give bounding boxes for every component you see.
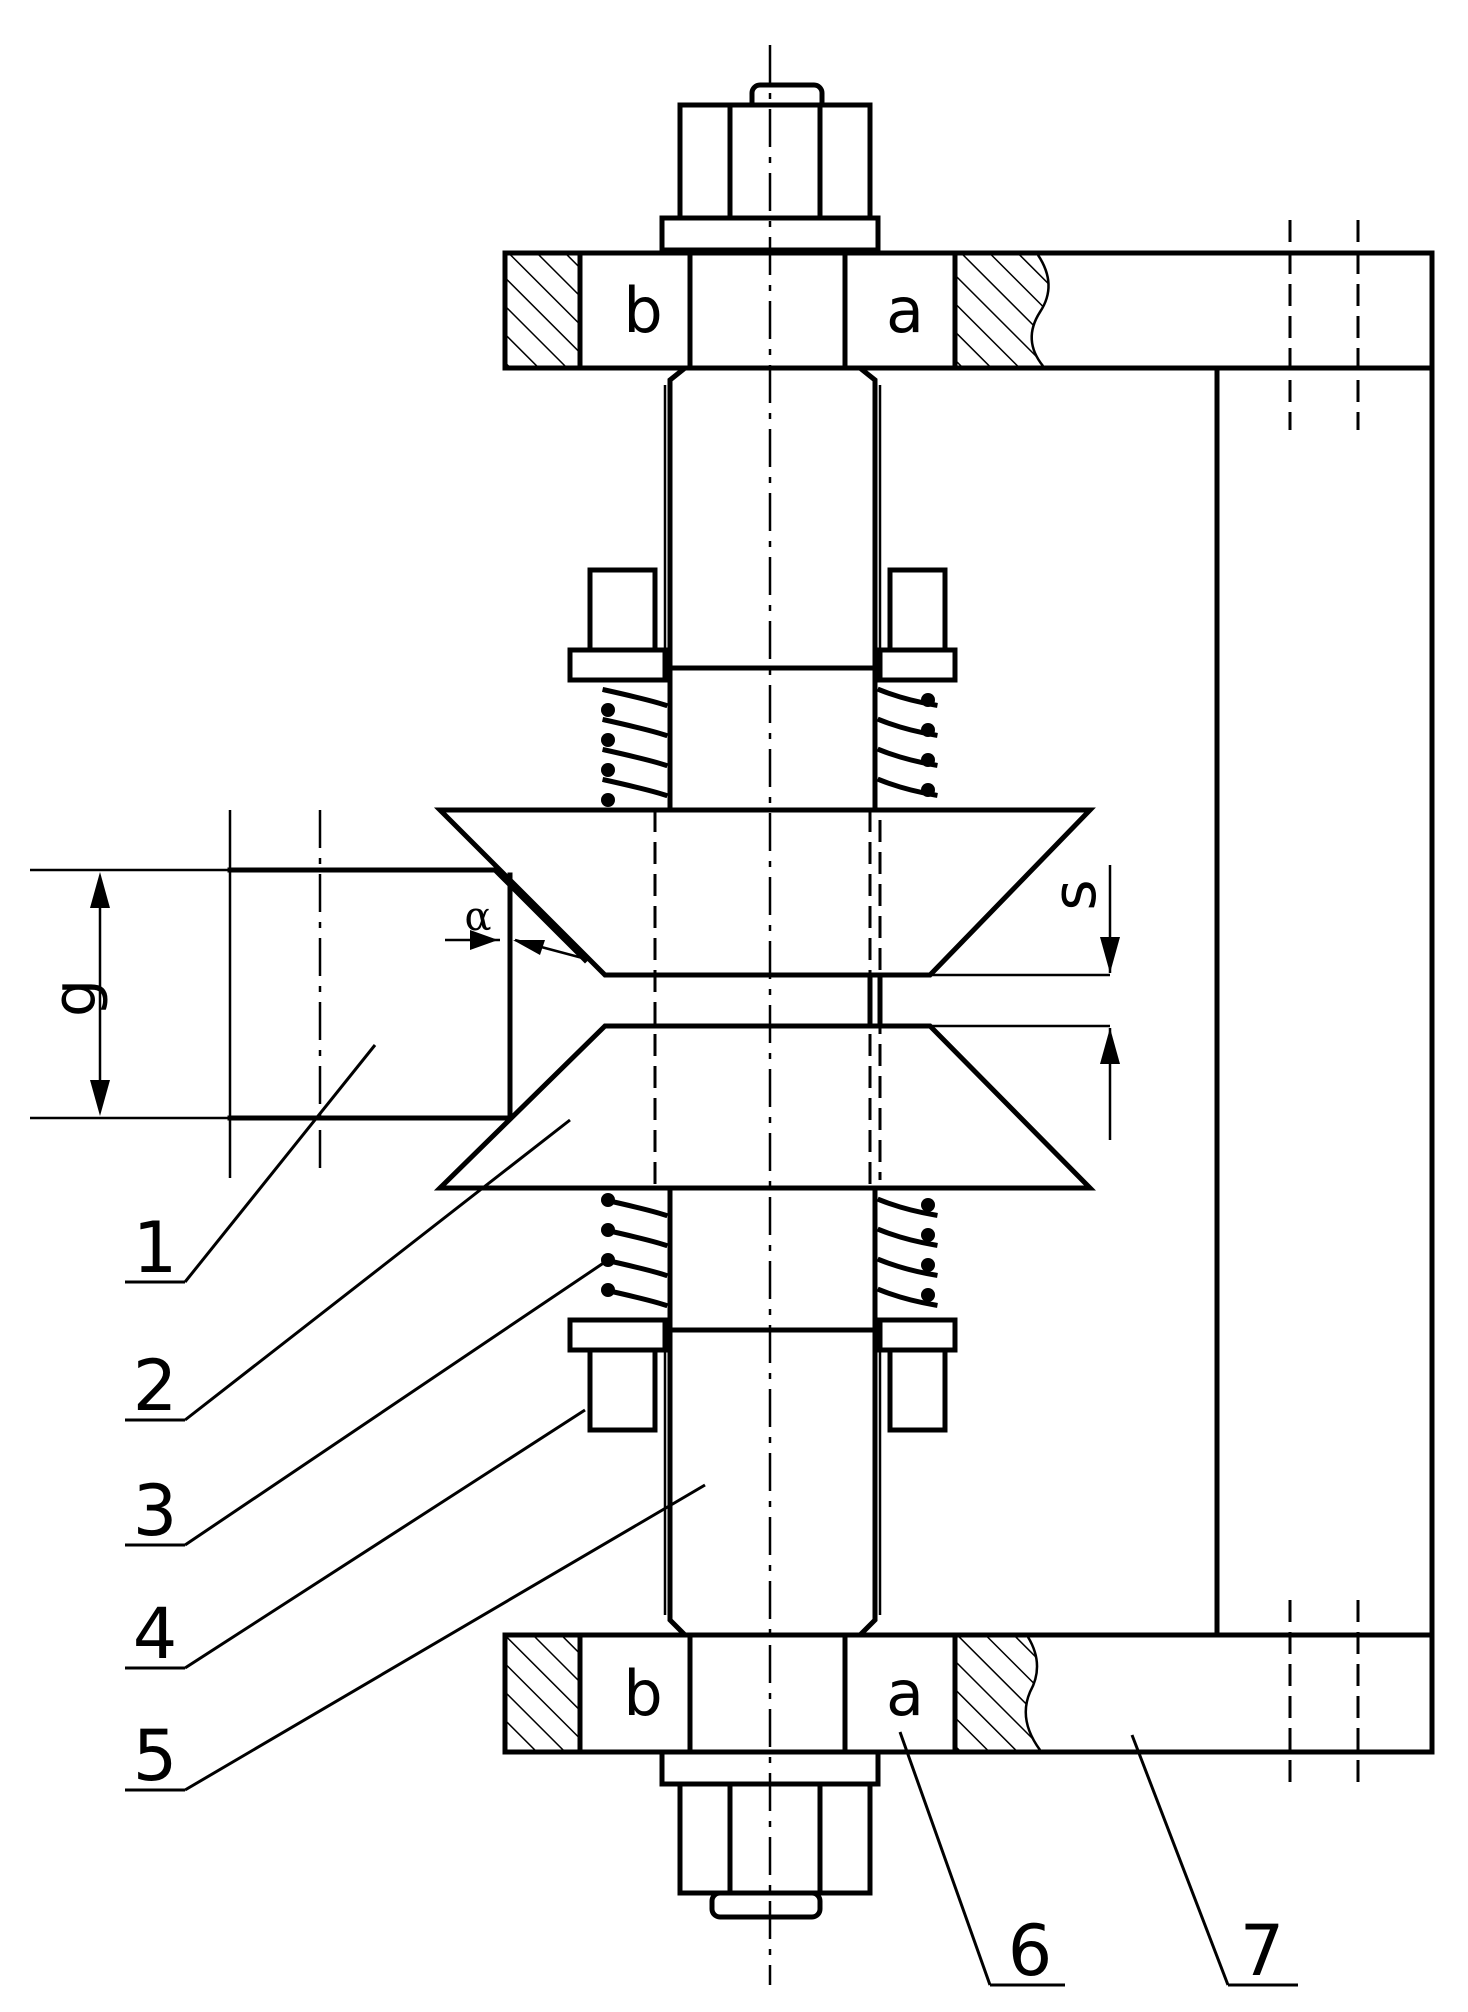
plate-letter-top-right: a	[886, 274, 924, 347]
rollers	[433, 807, 1096, 1191]
dimension-g-label: g	[40, 979, 110, 1017]
frame	[502, 220, 1435, 1790]
dimension-s-label: s	[1040, 879, 1110, 910]
callout-7: 7	[1240, 1910, 1285, 1992]
callout-6: 6	[1008, 1910, 1053, 1992]
springs	[601, 686, 938, 1309]
plate-letter-top-left: b	[623, 274, 662, 347]
frame-bottom-hatch-right	[955, 1637, 1040, 1750]
bottom-nut	[659, 1749, 881, 1920]
callout-5: 5	[133, 1715, 178, 1797]
callouts: 1 2 3 4 5 6 7	[125, 1044, 1298, 1992]
dimension-angle-label: α	[464, 894, 491, 940]
plate-letter-bottom-left: b	[623, 1657, 662, 1730]
spring-bottom-right	[876, 1196, 938, 1308]
spring-bottom-left	[601, 1193, 669, 1309]
frame-top-arm	[502, 250, 1435, 371]
dimension-g: g	[40, 872, 110, 1116]
callout-3: 3	[133, 1470, 178, 1552]
top-lock-nuts	[567, 567, 958, 683]
frame-top-hatch-right	[955, 255, 1049, 366]
spring-top-left	[601, 687, 669, 807]
center-lines	[318, 45, 772, 1985]
top-nut	[659, 82, 881, 253]
frame-bottom-arm	[502, 1632, 1435, 1755]
spring-top-right	[876, 686, 938, 798]
bottom-lock-nuts	[567, 1317, 958, 1433]
callout-4: 4	[133, 1593, 178, 1675]
workpiece	[30, 810, 589, 1178]
dimension-angle: α	[445, 894, 591, 962]
callout-2: 2	[133, 1345, 178, 1427]
callout-1: 1	[133, 1207, 178, 1289]
shaft	[663, 250, 882, 1755]
roller-bottom	[433, 1023, 1096, 1191]
plate-letter-bottom-right: a	[886, 1657, 924, 1730]
frame-top-hatch-left	[507, 255, 580, 366]
frame-bottom-hatch-left	[507, 1637, 580, 1750]
frame-column	[1214, 365, 1435, 1638]
dimension-s: s	[930, 865, 1120, 1140]
